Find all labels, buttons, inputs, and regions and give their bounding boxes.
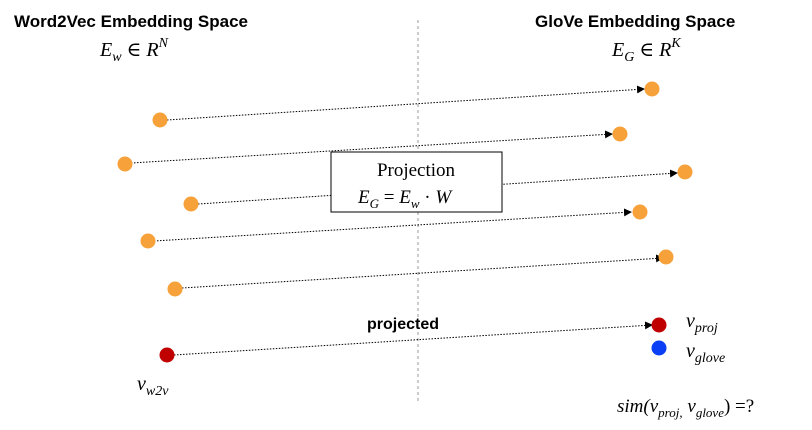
glove-space-formula: EG ∈ RK xyxy=(611,36,681,65)
word2vec-point xyxy=(167,281,183,297)
word2vec-space-formula: Ew ∈ RN xyxy=(99,36,169,65)
glove-point xyxy=(658,249,674,265)
mapping-arrow xyxy=(130,130,613,164)
glove-point xyxy=(612,126,628,142)
glove-title: GloVe Embedding Space xyxy=(535,12,735,31)
similarity-question: sim(vproj, vglove) =? xyxy=(617,396,754,420)
mapping-arrow xyxy=(153,208,632,242)
projection-formula: EG = Ew · W xyxy=(357,187,453,211)
w2v-vector-label: vw2v xyxy=(137,373,169,399)
mapping-arrow xyxy=(166,85,645,121)
word2vec-point xyxy=(140,233,156,249)
mapping-arrow xyxy=(181,254,664,289)
glove-point xyxy=(677,164,693,180)
glove-vector-label: vglove xyxy=(686,340,725,366)
projected-label: projected xyxy=(367,316,439,333)
glove-vector-point xyxy=(651,340,667,356)
word2vec-point xyxy=(152,112,168,128)
glove-point xyxy=(632,204,648,220)
w2v-vector-point xyxy=(159,347,175,363)
word2vec-title: Word2Vec Embedding Space xyxy=(14,12,248,31)
projected-arrow xyxy=(173,321,653,356)
projection-title: Projection xyxy=(377,160,456,181)
projected-vector-label: vproj xyxy=(686,310,718,336)
projected-vector-point xyxy=(651,317,667,333)
glove-point xyxy=(644,81,660,97)
glove-points xyxy=(612,81,693,265)
word2vec-point xyxy=(117,156,133,172)
word2vec-points xyxy=(117,112,199,297)
projection-box: Projection EG = Ew · W xyxy=(330,151,503,213)
word2vec-point xyxy=(183,196,199,212)
